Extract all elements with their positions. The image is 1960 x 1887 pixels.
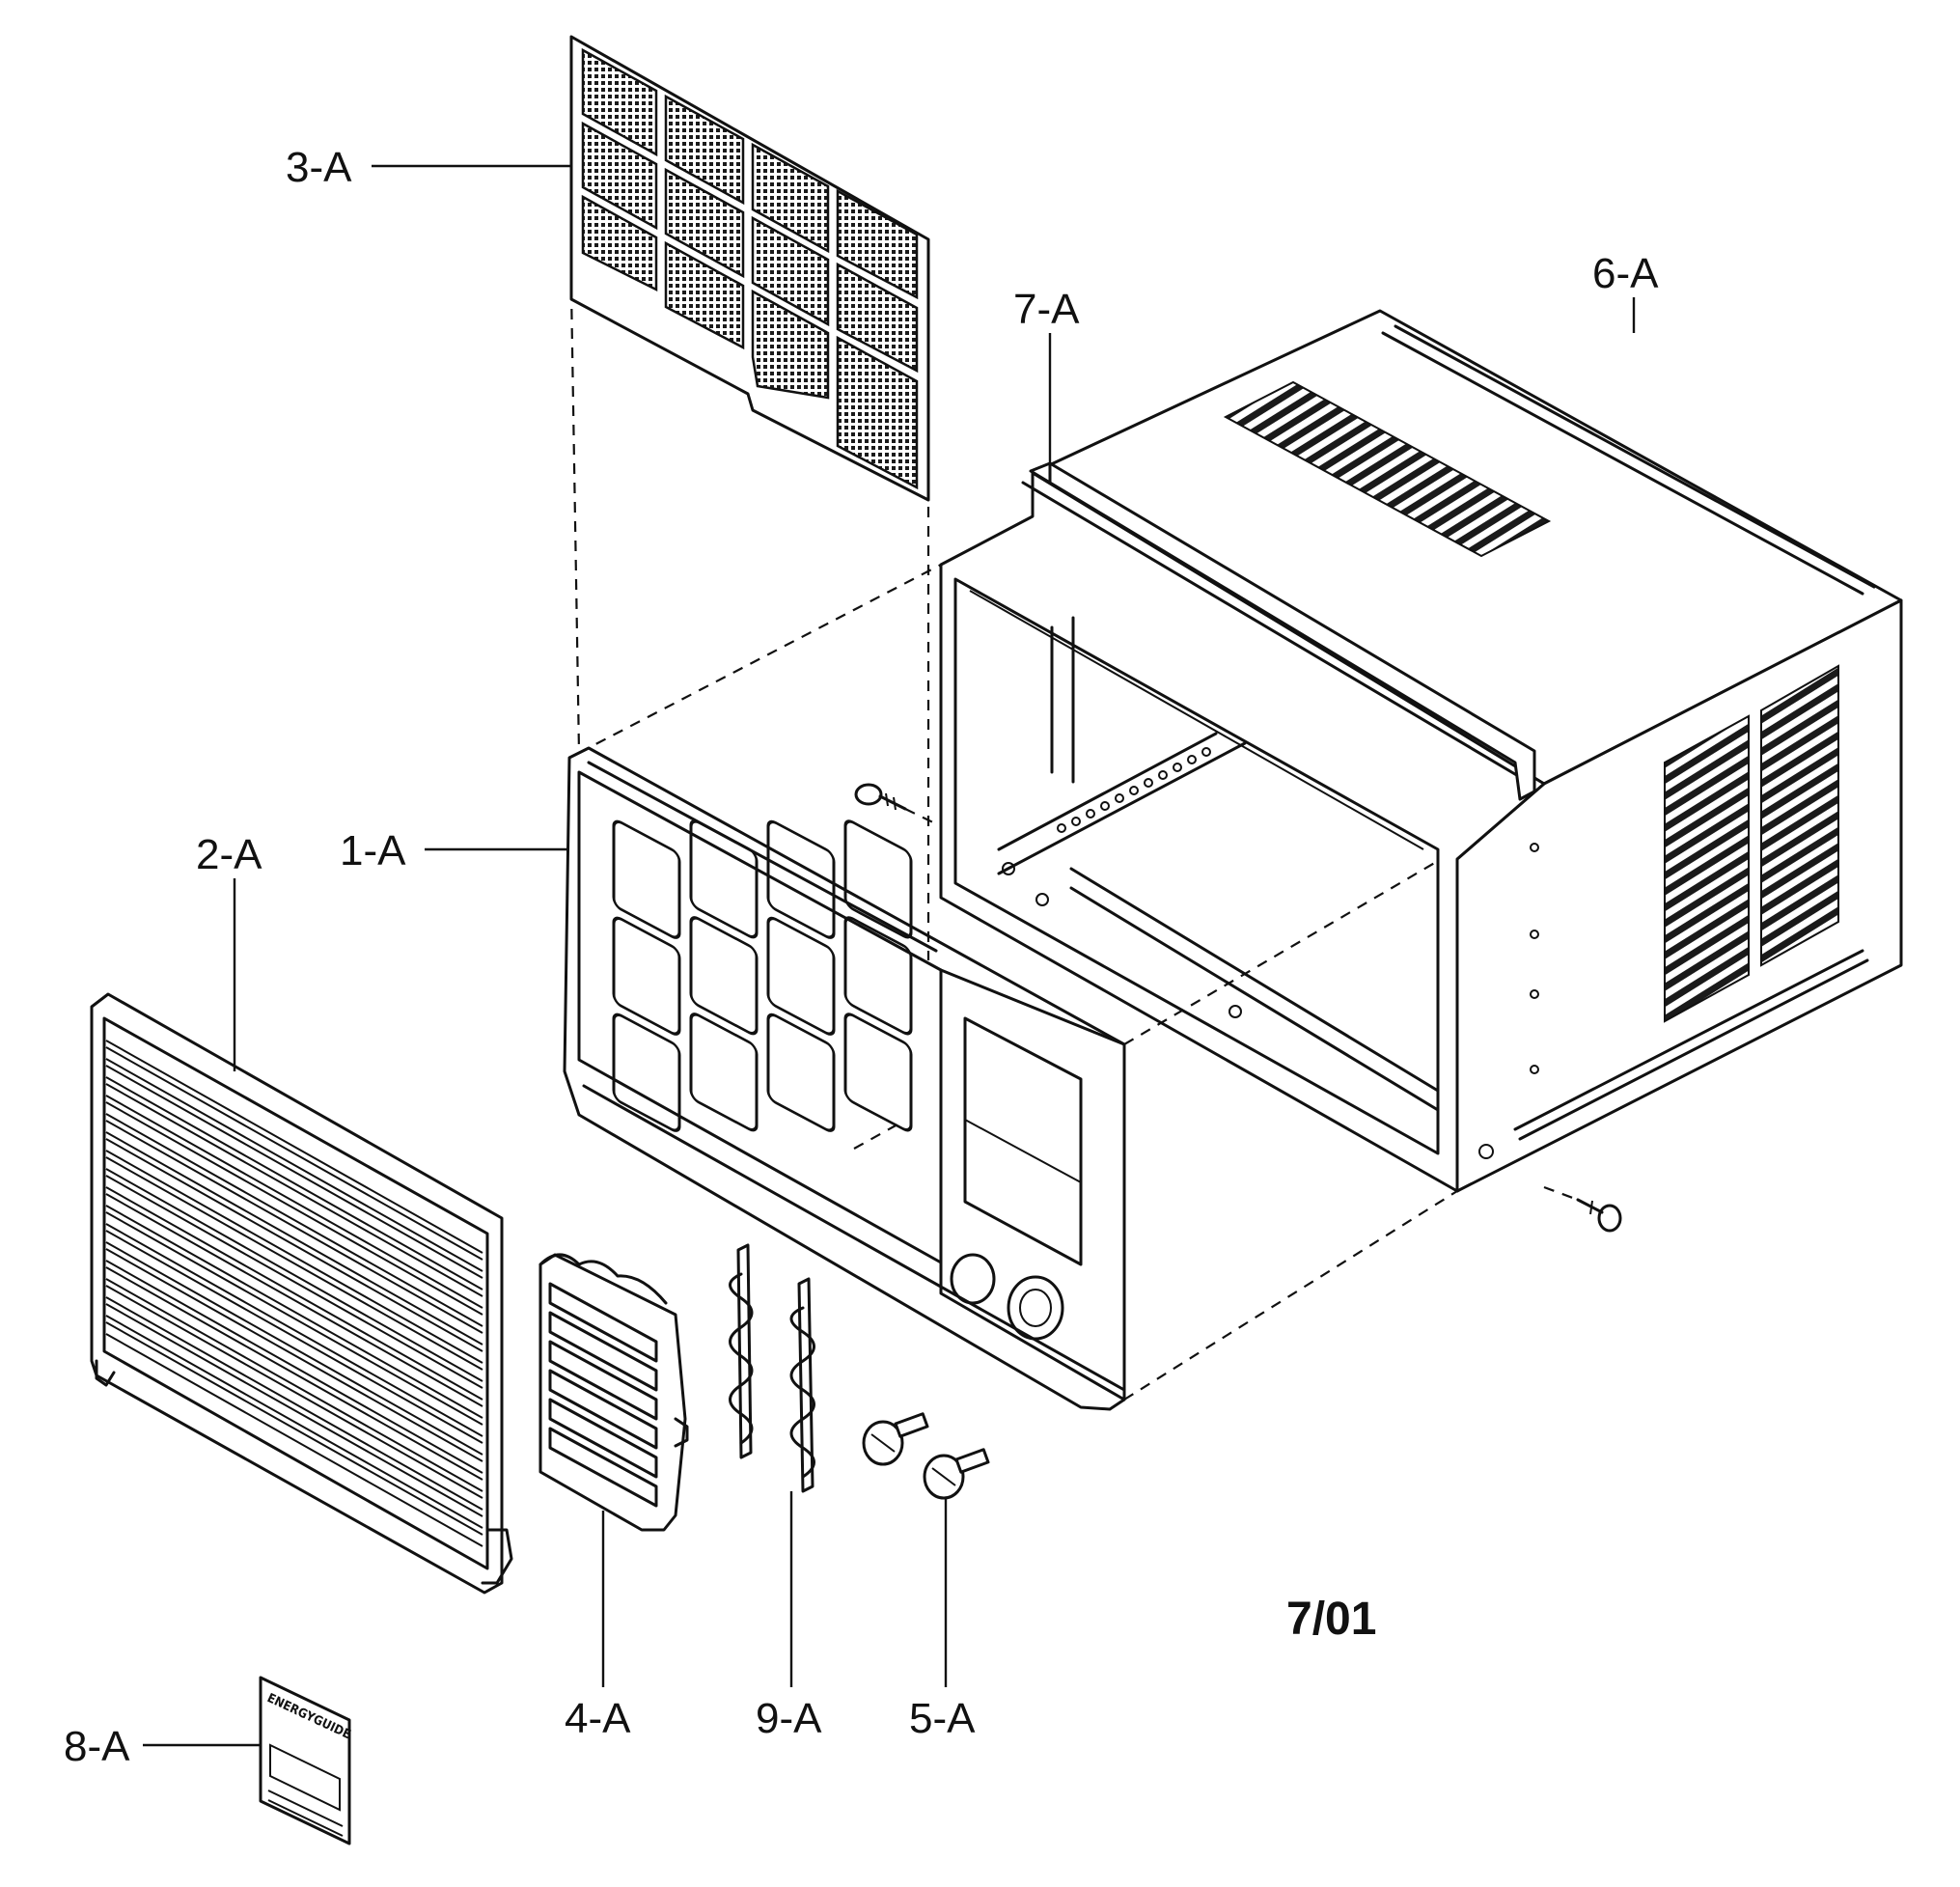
cabinet-part bbox=[939, 309, 1903, 1193]
grille-louvers bbox=[105, 1040, 483, 1547]
front-grille-part bbox=[90, 992, 513, 1595]
callout-4-a: 4-A bbox=[565, 1695, 631, 1742]
callout-2-a: 2-A bbox=[196, 831, 262, 878]
rail-holes bbox=[1002, 747, 1242, 1018]
screw-right bbox=[1576, 1198, 1622, 1233]
air-filter-part bbox=[569, 35, 930, 502]
spring-clip-part bbox=[789, 1277, 815, 1493]
callout-8-a: 8-A bbox=[64, 1723, 130, 1770]
revision-date-stamp: 7/01 bbox=[1286, 1594, 1376, 1645]
callout-9-a: 9-A bbox=[756, 1695, 822, 1742]
side-vent-grille bbox=[1664, 714, 1750, 1023]
top-vent-grille bbox=[1223, 380, 1552, 558]
control-knob-part bbox=[862, 1412, 929, 1466]
assembly-lines bbox=[569, 289, 1579, 1401]
callout-1-a: 1-A bbox=[340, 827, 406, 874]
side-vent-grille bbox=[1760, 664, 1839, 967]
callout-3-a: 3-A bbox=[286, 144, 352, 191]
air-louver-part bbox=[538, 1253, 689, 1532]
control-knob-part bbox=[923, 1448, 990, 1500]
frame-grid-openings bbox=[612, 819, 913, 1132]
leader-lines bbox=[143, 164, 1636, 1747]
callout-7-a: 7-A bbox=[1013, 286, 1080, 333]
screw-left bbox=[854, 783, 907, 811]
callout-5-a: 5-A bbox=[909, 1695, 976, 1742]
callout-6-a: 6-A bbox=[1592, 250, 1659, 297]
louver-blades bbox=[548, 1282, 658, 1508]
spring-clip-part bbox=[729, 1243, 754, 1459]
energy-guide-label-part: ENERGYGUIDE bbox=[259, 1676, 353, 1845]
front-frame-part bbox=[563, 746, 1126, 1411]
